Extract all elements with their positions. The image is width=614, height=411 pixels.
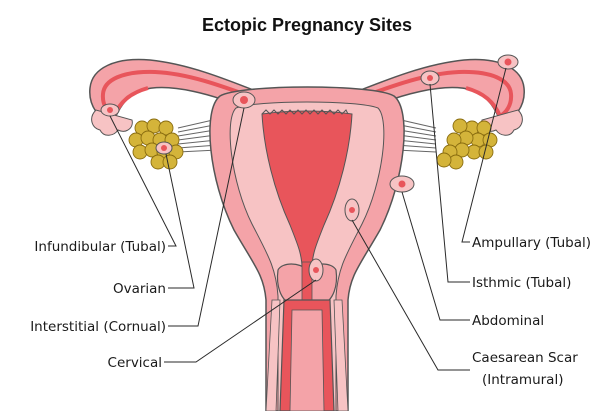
- leader-abdominal: [402, 192, 470, 320]
- label-isthmic: Isthmic (Tubal): [472, 275, 571, 291]
- uterus: [210, 87, 404, 411]
- embryo-site-abdominal: [390, 176, 414, 192]
- label-ovarian: Ovarian: [113, 281, 166, 297]
- embryo-site-isthmic: [421, 71, 439, 85]
- right-ovary: [437, 119, 497, 169]
- embryo-site-ovarian: [156, 142, 172, 154]
- embryo-site-interstitial: [233, 92, 255, 108]
- embryo-site-caesarean-scar: [345, 199, 359, 221]
- label-abdominal: Abdominal: [472, 313, 544, 329]
- embryo-site-ampullary: [498, 55, 518, 69]
- label-caesarean-scar-line2: (Intramural): [482, 372, 563, 388]
- label-ampullary: Ampullary (Tubal): [472, 235, 591, 251]
- label-infundibular: Infundibular (Tubal): [34, 239, 166, 255]
- label-caesarean-scar-line1: Caesarean Scar: [472, 350, 578, 366]
- diagram-title: Ectopic Pregnancy Sites: [202, 15, 412, 35]
- embryo-site-infundibular: [101, 104, 119, 116]
- embryo-site-cervical: [309, 259, 323, 281]
- leader-isthmic: [430, 84, 470, 282]
- left-ovary: [129, 119, 183, 169]
- leader-ovarian: [166, 154, 194, 288]
- label-interstitial: Interstitial (Cornual): [30, 319, 166, 335]
- label-cervical: Cervical: [108, 355, 162, 371]
